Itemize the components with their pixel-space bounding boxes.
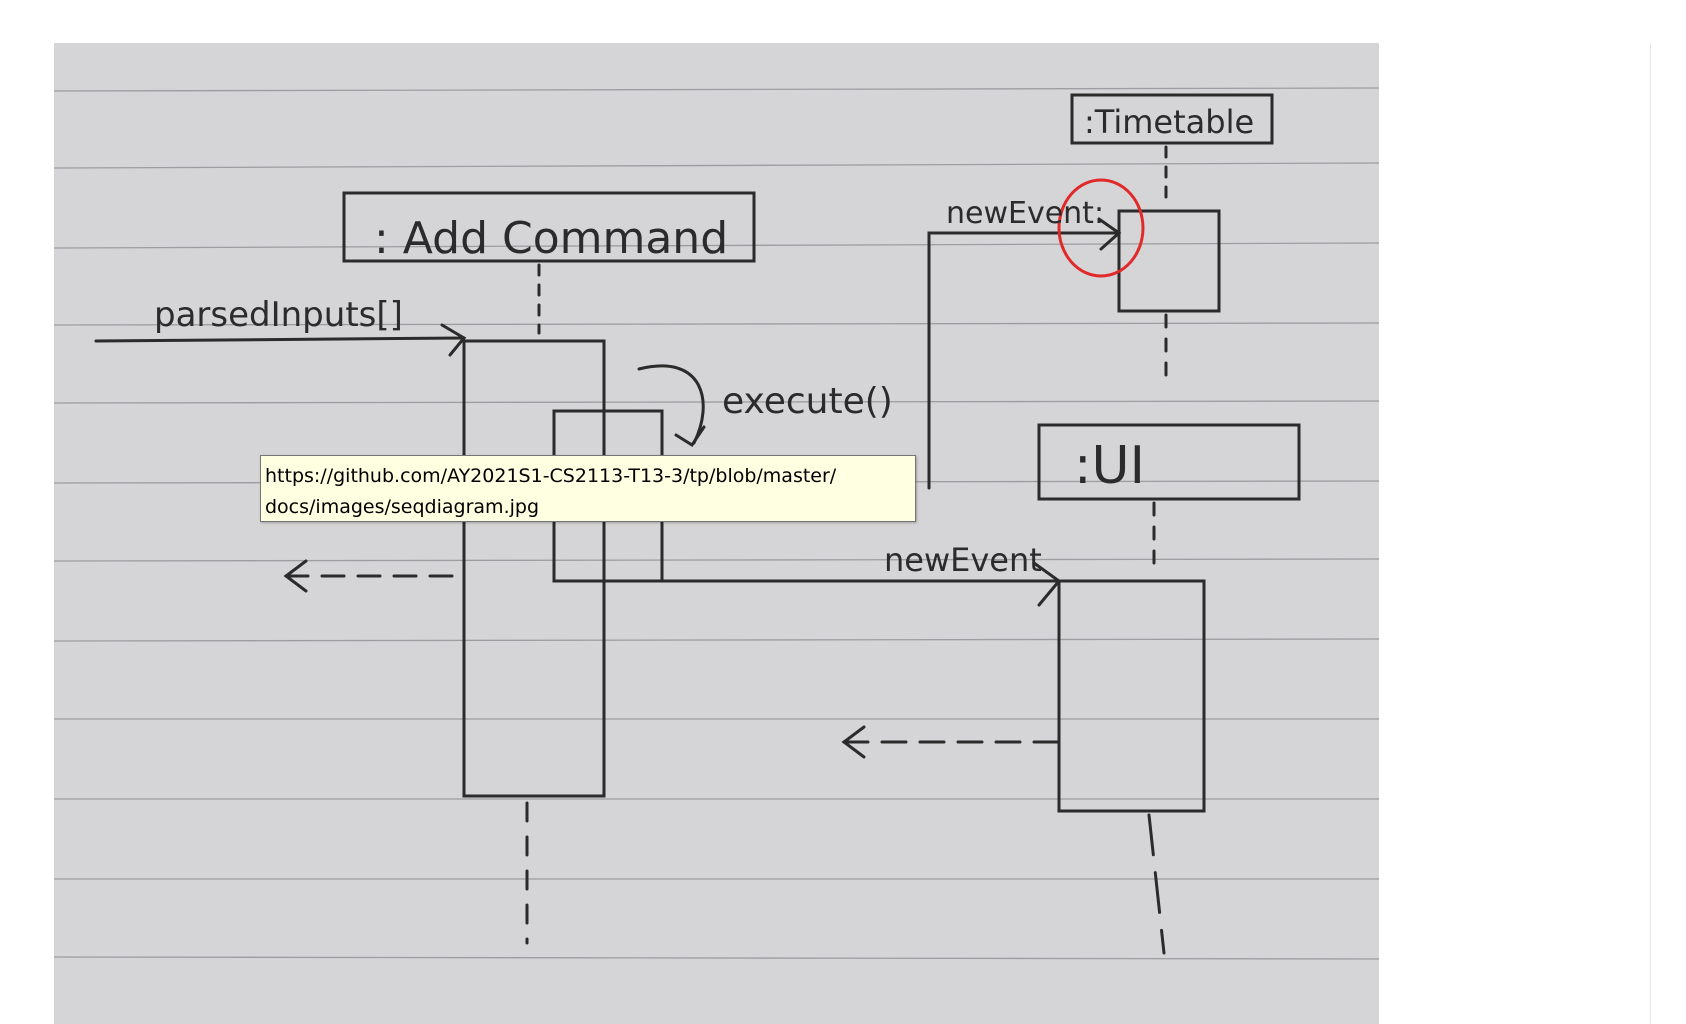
activation-addcommand: [462, 339, 606, 798]
participant-box-addcommand: [342, 191, 756, 263]
scrollbar-divider: [1650, 43, 1651, 1024]
tooltip-url-line-2: docs/images/seqdiagram.jpg: [265, 496, 540, 518]
message-label-newevent-timetable: newEvent:: [946, 196, 1104, 231]
annotation-circle: [1057, 178, 1145, 278]
participant-label-ui: :UI: [1074, 436, 1145, 496]
participant-label-addcommand: : Add Command: [374, 213, 728, 264]
participant-box-timetable: [1070, 93, 1274, 145]
participant-box-ui: [1037, 423, 1301, 501]
message-label-newevent-ui: newEvent: [884, 541, 1042, 579]
diagram-photo[interactable]: : Add Command :Timetable :UI parsedInput…: [54, 43, 1379, 1024]
tooltip-url-line-1: https://github.com/AY2021S1-CS2113-T13-3…: [265, 465, 837, 487]
participant-label-timetable: :Timetable: [1084, 103, 1254, 141]
message-label-parsedinputs: parsedInputs[]: [154, 295, 403, 335]
message-label-execute: execute(): [722, 381, 893, 422]
url-tooltip: https://github.com/AY2021S1-CS2113-T13-3…: [260, 455, 916, 522]
activation-timetable: [1117, 209, 1221, 313]
activation-ui: [1057, 579, 1206, 813]
